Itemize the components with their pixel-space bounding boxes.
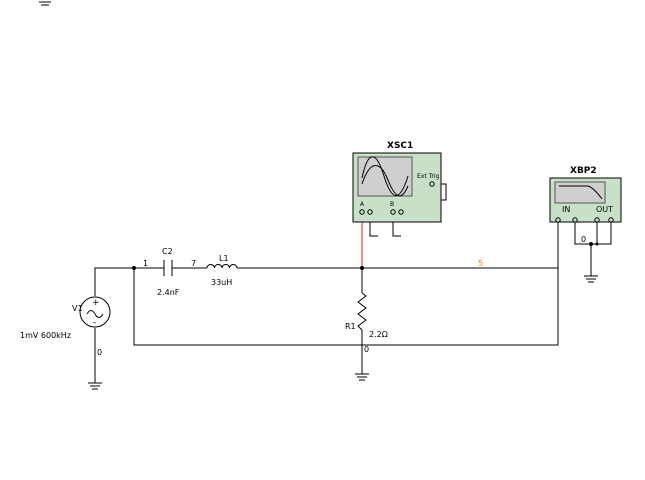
resistor-r1[interactable]: R1 2.2Ω [345,292,388,339]
xbp2-in-label: IN [562,205,570,214]
xsc1-channel-b: B [390,201,394,208]
wire-node1-branch [133,222,559,346]
xsc1-ref: XSC1 [387,141,413,151]
terminal-b-minus-icon [398,209,404,215]
l1-ref: L1 [219,254,229,263]
net-label-0-bode: 0 [581,235,586,244]
inductor-icon [206,264,238,269]
r1-ref: R1 [345,322,356,331]
trigger-terminal-icon [429,181,435,187]
wire-xsc1-a-minus [369,222,378,237]
waveform-icon [361,156,409,196]
bode-plotter-screen [554,181,606,204]
junction-node1 [132,266,136,270]
net-label-0-resistor: 0 [364,345,369,354]
v1-ref: V1 [72,304,83,313]
partial-ground-symbol [39,1,51,6]
ac-source-icon [79,296,111,328]
net-label-5: 5 [478,259,483,268]
ac-source-v1[interactable]: + - V1 1mV 600kHz [20,296,111,340]
xbp2-ref: XBP2 [570,166,597,176]
ground-r1 [355,373,369,381]
oscilloscope-xsc1[interactable]: XSC1 Ext Trig A B [352,141,442,223]
junction-xbp2-out [595,242,599,246]
terminal-out-minus-icon [608,217,614,223]
net-label-0-source: 0 [97,348,102,357]
net-label-1: 1 [143,259,148,268]
wire-xsc1-b [392,222,401,237]
wires [94,183,612,383]
c2-value: 2.4nF [157,288,180,297]
ground-v1 [88,382,102,390]
terminal-out-plus-icon [594,217,600,223]
capacitor-c2[interactable]: C2 2.4nF [157,247,180,297]
svg-text:+: + [92,298,100,308]
wire-v1-top [94,267,162,296]
l1-value: 33uH [211,278,232,287]
v1-value: 1mV 600kHz [20,331,71,340]
resistor-icon [357,292,367,331]
terminal-a-plus-icon [359,209,365,215]
r1-value: 2.2Ω [369,330,388,339]
xsc1-trigger-label: Ext Trig [417,173,440,180]
bode-plotter-xbp2[interactable]: XBP2 IN OUT [549,166,622,223]
ground-xbp2 [584,275,598,283]
junction-node5 [360,266,364,270]
terminal-in-minus-icon [572,217,578,223]
xbp2-out-label: OUT [596,205,613,214]
terminal-b-plus-icon [390,209,396,215]
junctions [132,242,599,270]
xsc1-channel-a: A [360,201,365,208]
net-label-7: 7 [191,259,196,268]
terminal-a-minus-icon [367,209,373,215]
terminal-in-plus-icon [555,217,561,223]
lowpass-curve-icon [559,185,603,200]
junction-xbp2-gnd [589,242,593,246]
svg-text:-: - [93,318,96,328]
inductor-l1[interactable]: L1 33uH [206,254,238,287]
sine-wave-icon [86,310,104,318]
c2-ref: C2 [162,247,173,256]
